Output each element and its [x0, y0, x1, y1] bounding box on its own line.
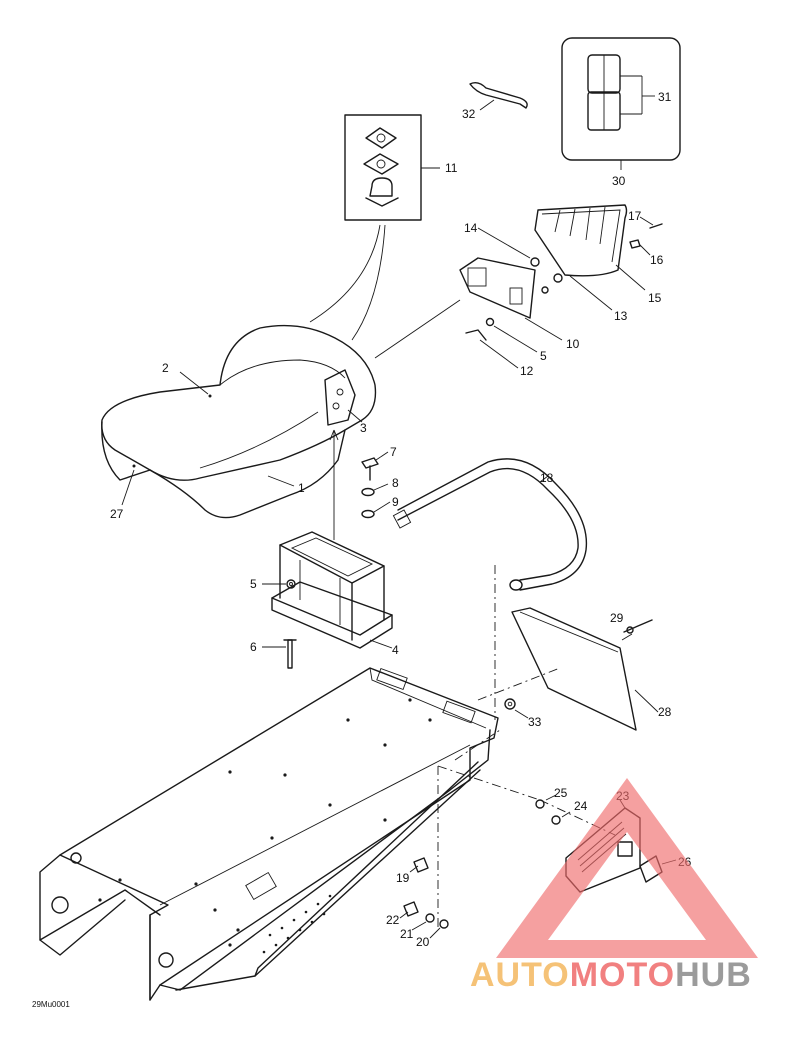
callout-33: 33 — [528, 715, 542, 729]
callout-27: 27 — [110, 507, 124, 521]
callout-13: 13 — [614, 309, 628, 323]
watermark-triangle — [496, 778, 758, 958]
diagram-code: 29Mu0001 — [32, 1000, 70, 1009]
parts-19-22-fasteners — [399, 857, 449, 939]
watermark-moto: MOTO — [570, 956, 675, 994]
part-30-box — [561, 37, 681, 170]
callout-9: 9 — [392, 495, 399, 509]
callout-18: 18 — [540, 471, 554, 485]
callout-25: 25 — [554, 786, 568, 800]
part-4-storage-box — [262, 531, 393, 669]
callout-10: 10 — [566, 337, 580, 351]
part-1-seat — [101, 324, 377, 540]
callout-1: 1 — [298, 481, 305, 495]
callout-14: 14 — [464, 221, 478, 235]
part-11-box — [309, 114, 440, 341]
callout-28: 28 — [658, 705, 672, 719]
callout-8: 8 — [392, 476, 399, 490]
callout-7: 7 — [390, 445, 397, 459]
tail-light-assembly — [374, 204, 663, 369]
callout-5-top: 5 — [540, 349, 547, 363]
watermark-hub: HUB — [675, 956, 752, 994]
callout-16: 16 — [650, 253, 664, 267]
callout-15: 15 — [648, 291, 662, 305]
rear-frame — [39, 667, 499, 1001]
callout-20: 20 — [416, 935, 430, 949]
parts-7-8-9-fasteners — [361, 451, 391, 519]
callout-22: 22 — [386, 913, 400, 927]
callout-5-box: 5 — [250, 577, 257, 591]
callout-29: 29 — [610, 611, 624, 625]
callout-19: 19 — [396, 871, 410, 885]
callout-32: 32 — [462, 107, 476, 121]
svg-text:AUTOMOTOHUB: AUTOMOTOHUB — [470, 956, 752, 994]
watermark-auto: AUTO — [470, 956, 570, 994]
callout-3: 3 — [360, 421, 367, 435]
callout-21: 21 — [400, 927, 414, 941]
callout-4: 4 — [392, 643, 399, 657]
callout-2: 2 — [162, 361, 169, 375]
part-32-wrench — [469, 81, 528, 111]
part-18-grab-handle — [392, 458, 588, 591]
automotohub-watermark: AUTOMOTOHUB — [470, 778, 758, 994]
part-28-snow-flap — [511, 607, 659, 731]
callout-11: 11 — [445, 161, 458, 175]
callout-6: 6 — [250, 640, 257, 654]
callout-17: 17 — [628, 209, 642, 223]
part-33-washer — [504, 698, 529, 719]
callout-30: 30 — [612, 174, 626, 188]
callout-24: 24 — [574, 799, 588, 813]
callout-31: 31 — [658, 90, 672, 104]
callout-12: 12 — [520, 364, 534, 378]
